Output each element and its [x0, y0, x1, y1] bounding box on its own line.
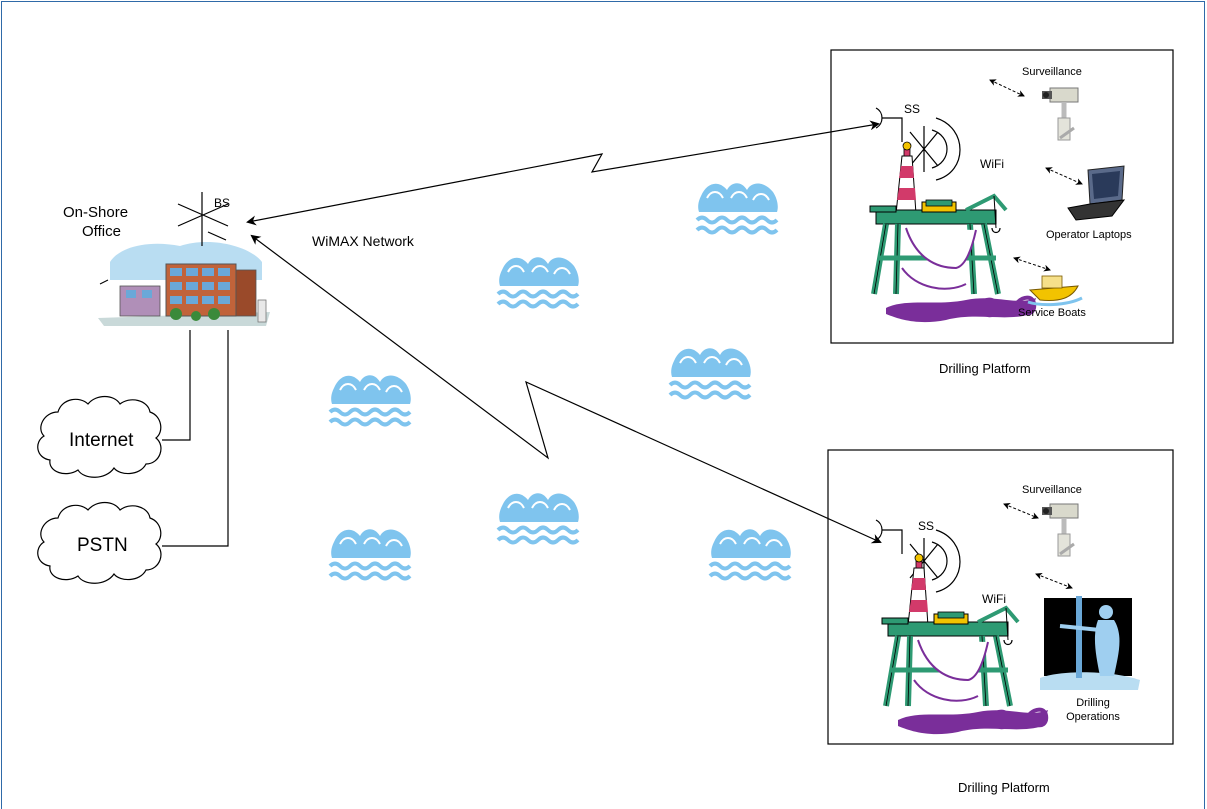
- platform-top-caption: Drilling Platform: [939, 361, 1031, 376]
- drilling-line2: Operations: [1066, 711, 1120, 723]
- pstn-label: PSTN: [77, 535, 128, 556]
- platform-top-box: [830, 49, 1174, 344]
- surveillance-label-top: Surveillance: [1022, 66, 1082, 78]
- ss-label-top: SS: [904, 102, 921, 116]
- drilling-rig-icon: [882, 554, 1048, 734]
- office-building-icon: [98, 241, 270, 326]
- onshore-title-line1: On-Shore: [63, 204, 129, 221]
- ss-label-bottom: SS: [918, 519, 935, 533]
- wimax-network-label: WiMAX Network: [312, 233, 414, 249]
- wifi-label-top: WiFi: [980, 157, 1004, 171]
- wimax-link-bottom: [250, 234, 882, 544]
- cloud-icon: [37, 501, 162, 584]
- camera-icon: [1042, 88, 1078, 140]
- internet-label: Internet: [69, 430, 134, 451]
- surveillance-label-bottom: Surveillance: [1022, 484, 1082, 496]
- laptops-label: Operator Laptops: [1046, 229, 1132, 241]
- platform-bottom-caption: Drilling Platform: [958, 780, 1050, 795]
- camera-icon: [1042, 504, 1078, 556]
- wave-icon: [708, 527, 793, 581]
- surveillance-link: [1003, 503, 1039, 519]
- wave-icon: [695, 181, 780, 235]
- surveillance-link: [989, 79, 1025, 97]
- internet-link: [162, 330, 191, 441]
- cloud-icon: [37, 395, 162, 478]
- wave-icon: [496, 255, 581, 309]
- boat-link: [1013, 256, 1051, 272]
- antenna-icon: [875, 107, 961, 181]
- laptop-link: [1045, 167, 1083, 185]
- wifi-label-bottom: WiFi: [982, 592, 1006, 606]
- boat-icon: [1027, 275, 1083, 307]
- pstn-link: [162, 330, 229, 547]
- onshore-title-line2: Office: [82, 223, 121, 240]
- bs-label: BS: [214, 196, 231, 210]
- drilling-line1: Drilling: [1076, 697, 1110, 709]
- antenna-icon: [177, 192, 229, 246]
- wave-icon: [328, 527, 413, 581]
- platform-bottom-box: [827, 449, 1174, 745]
- worker-icon: [1040, 596, 1140, 690]
- wave-icon: [496, 491, 581, 545]
- drilling-link: [1035, 572, 1073, 590]
- wave-icon: [328, 373, 413, 427]
- wimax-link-top: [246, 120, 880, 226]
- laptop-icon: [1067, 165, 1126, 221]
- wave-icon: [668, 346, 753, 400]
- boats-label: Service Boats: [1018, 307, 1086, 319]
